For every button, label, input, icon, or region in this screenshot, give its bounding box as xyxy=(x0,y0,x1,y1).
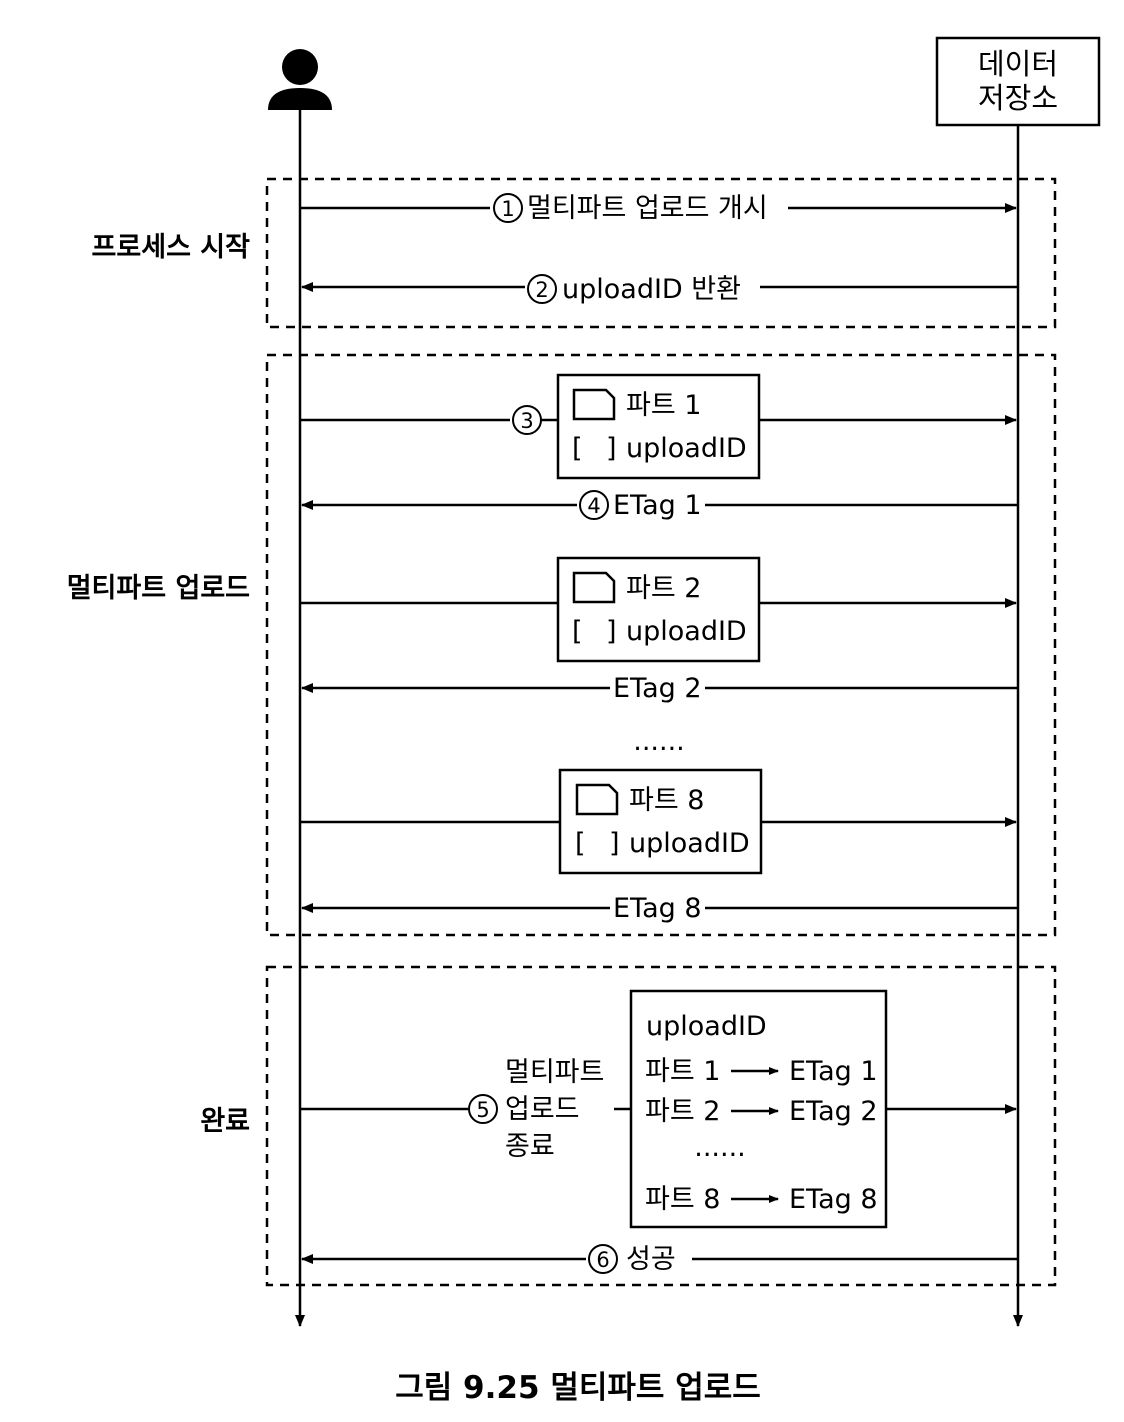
step2-number: 2 xyxy=(535,278,548,302)
step5-label-line3: 종료 xyxy=(505,1131,555,1162)
step5-number: 5 xyxy=(476,1098,489,1122)
part2-box xyxy=(556,556,761,663)
step1-label: 멀티파트 업로드 개시 xyxy=(527,193,768,224)
step6-label: 성공 xyxy=(626,1244,676,1275)
part1-label: 파트 1 xyxy=(626,390,701,421)
phase-box-start xyxy=(265,177,1057,329)
part1-bracket-open: [ xyxy=(572,433,583,464)
complete-row3-part: 파트 8 xyxy=(645,1184,720,1215)
phase-box-complete xyxy=(265,965,1057,1287)
etag8-label: ETag 8 xyxy=(613,893,702,924)
complete-box-title: uploadID xyxy=(646,1011,767,1042)
part8-label: 파트 8 xyxy=(629,785,704,816)
part8-bracket-open: [ xyxy=(575,828,586,859)
complete-row1-etag: ETag 1 xyxy=(789,1056,878,1087)
part8-box xyxy=(558,768,763,875)
phase-box-upload xyxy=(265,353,1057,937)
step4-number: 4 xyxy=(587,494,600,518)
storage-label-line2: 저장소 xyxy=(978,81,1058,115)
complete-row2-part: 파트 2 xyxy=(645,1096,720,1127)
complete-ellipsis: ...... xyxy=(694,1132,746,1163)
part8-upload-id: uploadID xyxy=(629,828,750,859)
step3-number: 3 xyxy=(520,409,533,433)
step1-number: 1 xyxy=(501,197,514,221)
part1-upload-id: uploadID xyxy=(626,433,747,464)
step5-label-line2: 업로드 xyxy=(505,1094,580,1125)
part2-bracket-close: ] xyxy=(606,616,617,647)
step4-number-circle xyxy=(579,490,609,520)
phase-label-start: 프로세스 시작 xyxy=(92,232,251,263)
phase-label-upload: 멀티파트 업로드 xyxy=(67,573,250,604)
phase-label-complete: 완료 xyxy=(200,1106,250,1137)
complete-row1-part: 파트 1 xyxy=(645,1056,720,1087)
step6-number: 6 xyxy=(596,1248,609,1272)
step6-number-circle xyxy=(588,1244,618,1274)
storage-label-line1: 데이터 xyxy=(978,47,1058,81)
part2-doc-icon xyxy=(572,571,616,604)
part8-bracket-close: ] xyxy=(609,828,620,859)
storage-box xyxy=(935,36,1101,127)
part2-label: 파트 2 xyxy=(626,573,701,604)
etag2-label: ETag 2 xyxy=(613,673,702,704)
part1-bracket-close: ] xyxy=(606,433,617,464)
step4-label: ETag 1 xyxy=(613,490,702,521)
complete-box xyxy=(629,989,888,1229)
user-icon xyxy=(268,49,332,110)
figure-caption: 그림 9.25 멀티파트 업로드 xyxy=(395,1370,761,1406)
step1-number-circle xyxy=(493,193,523,223)
complete-row2-etag: ETag 2 xyxy=(789,1096,878,1127)
step2-number-circle xyxy=(527,274,557,304)
step5-number-circle xyxy=(468,1094,498,1124)
part1-box xyxy=(556,373,761,480)
part2-upload-id: uploadID xyxy=(626,616,747,647)
part1-doc-icon xyxy=(572,388,616,421)
step2-label: uploadID 반환 xyxy=(562,274,741,305)
part8-doc-icon xyxy=(575,783,619,816)
part2-bracket-open: [ xyxy=(572,616,583,647)
step5-label-line1: 멀티파트 xyxy=(505,1057,604,1088)
complete-row3-etag: ETag 8 xyxy=(789,1184,878,1215)
parts-ellipsis: ...... xyxy=(633,726,685,757)
